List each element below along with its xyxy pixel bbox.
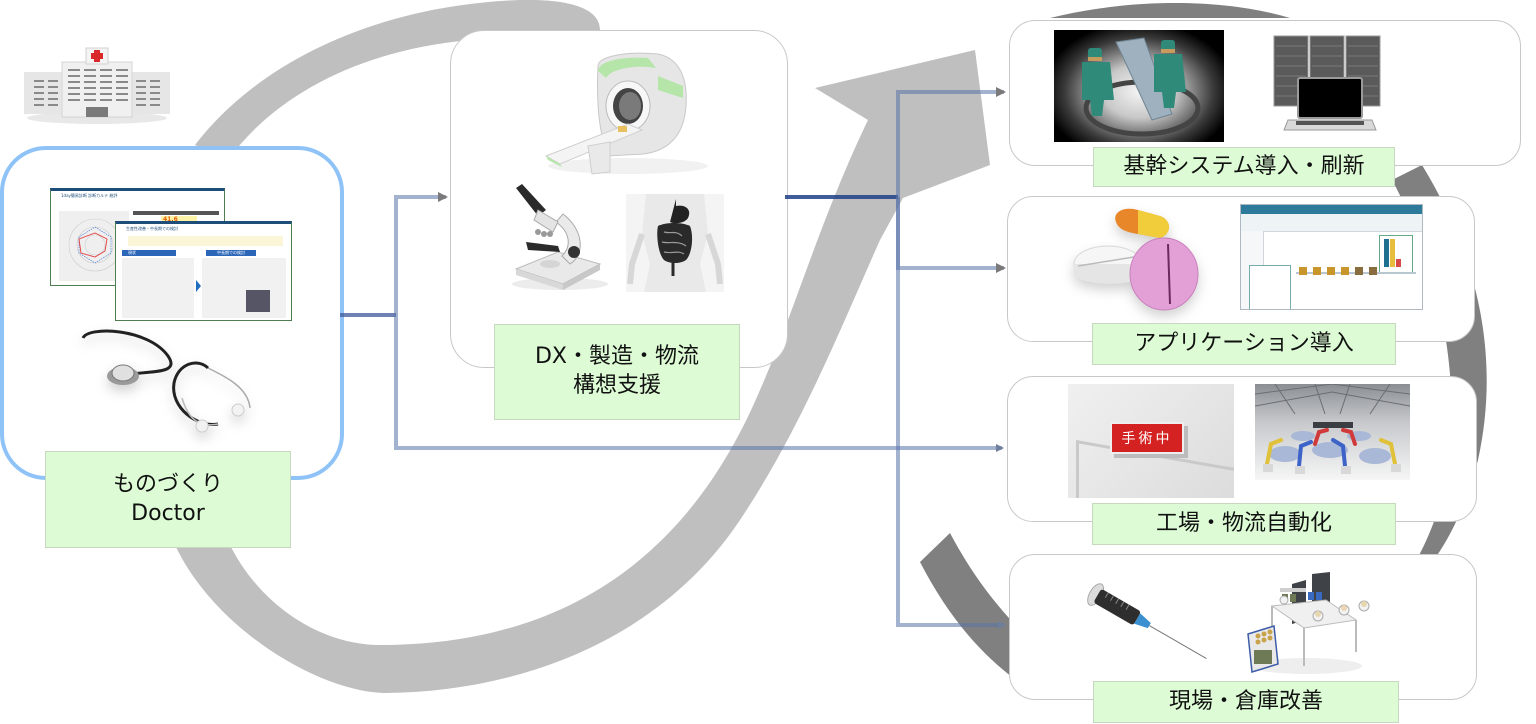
- mri-scanner-icon: [518, 46, 714, 180]
- anatomy-icon: [626, 194, 724, 292]
- surgery-sign-text: 手術中: [1121, 431, 1173, 447]
- robot-factory-icon: [1255, 384, 1410, 480]
- surgery-team-icon: [1054, 30, 1224, 142]
- monozukuri-doctor-label: ものづくり Doctor: [45, 451, 291, 548]
- dx-concept-support-label: DX・製造・物流 構想支援: [494, 324, 740, 420]
- service-label-application: アプリケーション導入: [1092, 323, 1396, 365]
- service-label-floor-improvement: 現場・倉庫改善: [1093, 681, 1399, 723]
- cycle-arrow-light: [195, 0, 600, 160]
- cycle-arrow-dark: [1050, 2, 1290, 18]
- radar-chart-icon: [68, 218, 122, 272]
- report-sheet-2-title: 生産性改善・中長期での検討: [126, 226, 178, 231]
- surgery-sign: 手術中: [1110, 422, 1184, 454]
- diagnosis-report-icon: 1day簡易診断 診断カルテ 総評 41.6 生産性改善・中長期での検討 現状 …: [50, 188, 295, 323]
- service-label-core-systems: 基幹システム導入・刷新: [1093, 147, 1395, 187]
- report-left-header: 現状: [122, 250, 176, 256]
- report-sheet-2: 生産性改善・中長期での検討 現状 中長期での検討: [115, 221, 292, 321]
- report-sheet-1-title: 1day簡易診断 診断カルテ 総評: [61, 193, 118, 198]
- service-card-floor-improvement[interactable]: [1009, 554, 1477, 700]
- report-score: 41.6: [163, 216, 178, 223]
- server-laptop-icon: [1262, 34, 1398, 138]
- service-label-automation: 工場・物流自動化: [1092, 503, 1396, 545]
- software-screen-icon: [1240, 204, 1423, 310]
- surgery-sign-icon: 手術中: [1068, 384, 1234, 498]
- report-right-header: 中長期での検討: [206, 250, 256, 256]
- workstation-icon: [1246, 570, 1374, 676]
- syringe-icon: [1044, 574, 1224, 670]
- hospital-icon: [22, 24, 172, 124]
- pills-icon: [1068, 208, 1208, 320]
- microscope-icon: [508, 184, 608, 292]
- stethoscope-icon: [78, 328, 258, 440]
